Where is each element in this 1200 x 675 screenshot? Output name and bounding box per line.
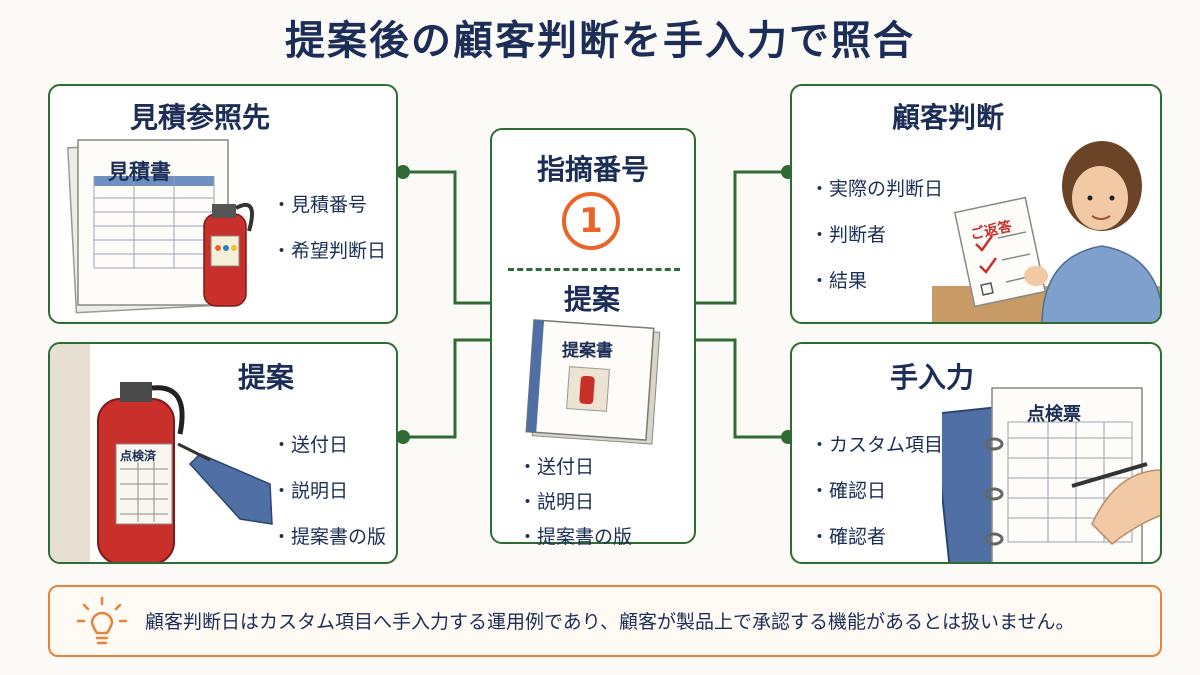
note-text: 顧客判断日はカスタム項目へ手入力する運用例であり、顧客が製品上で承認する機能があ… <box>145 611 1075 633</box>
connector-right-bottom <box>696 338 788 439</box>
manual-entry-list: カスタム項目 確認日 確認者 <box>810 430 943 562</box>
estimate-reference-list: 見積番号 希望判断日 <box>272 190 386 282</box>
panel-proposal: 点検済 提案 送付日 説明日 提案書の版 <box>48 342 398 564</box>
list-item: 説明日 <box>272 476 386 503</box>
customer-woman-illustration <box>932 141 1160 322</box>
connector-dot-left-bottom <box>396 430 410 444</box>
connector-dot-left-top <box>396 165 410 179</box>
list-item: 提案書の版 <box>272 522 386 549</box>
lightbulb-icon <box>76 596 128 645</box>
panel-title-estimate-reference: 見積参照先 <box>130 101 271 134</box>
proposal-list: 送付日 説明日 提案書の版 <box>272 430 386 562</box>
list-item: 送付日 <box>518 452 632 479</box>
panel-title-customer-decision: 顧客判断 <box>892 101 1005 134</box>
panel-title-issue-number: 指摘番号 <box>537 153 650 186</box>
list-item: 希望判断日 <box>272 236 386 263</box>
list-item: 確認者 <box>810 522 943 549</box>
center-proposal-list: 送付日 説明日 提案書の版 <box>518 452 632 557</box>
customer-decision-list: 実際の判断日 判断者 結果 <box>810 174 943 312</box>
list-item: 提案書の版 <box>518 522 632 549</box>
list-item: 実際の判断日 <box>810 174 943 201</box>
panel-title-manual-entry: 手入力 <box>890 361 975 394</box>
list-item: 確認日 <box>810 476 943 503</box>
note-bar: 顧客判断日はカスタム項目へ手入力する運用例であり、顧客が製品上で承認する機能があ… <box>48 585 1162 657</box>
list-item: 見積番号 <box>272 190 386 217</box>
panel-manual-entry: 手入力 カスタム項目 確認日 確認者 点検票 <box>790 342 1162 564</box>
list-item: 判断者 <box>810 220 943 247</box>
panel-issue-number: 指摘番号 提案 提案書 送付日 説明日 提案書の版 <box>490 128 696 548</box>
inspection-tag-label: 点検済 <box>120 449 157 463</box>
estimate-document-illustration <box>67 139 254 314</box>
panel-estimate-reference: 見積参照先 見積書 見積番号 希望判断日 <box>48 84 398 324</box>
extinguisher-inspection-illustration <box>50 344 273 562</box>
connector-left-top <box>403 170 492 305</box>
connector-left-bottom <box>403 338 492 439</box>
inspection-sheet-label: 点検票 <box>1027 404 1081 425</box>
estimate-document-label: 見積書 <box>108 160 171 184</box>
list-item: カスタム項目 <box>810 430 943 457</box>
issue-number-badge: 1 <box>562 192 620 250</box>
proposal-book-illustration <box>525 319 661 445</box>
panel-customer-decision: 顧客判断 実際の判断日 判断者 結果 ご返答 <box>790 84 1162 324</box>
panel-title-center-proposal: 提案 <box>564 283 621 316</box>
center-divider <box>508 268 680 271</box>
connector-right-top <box>696 170 788 305</box>
binder-sheet-illustration <box>942 387 1160 562</box>
page-title: 提案後の顧客判断を手入力で照合 <box>285 18 915 64</box>
list-item: 説明日 <box>518 487 632 514</box>
proposal-book-label: 提案書 <box>562 341 613 361</box>
panel-title-proposal: 提案 <box>238 361 295 394</box>
list-item: 送付日 <box>272 430 386 457</box>
list-item: 結果 <box>810 266 943 293</box>
